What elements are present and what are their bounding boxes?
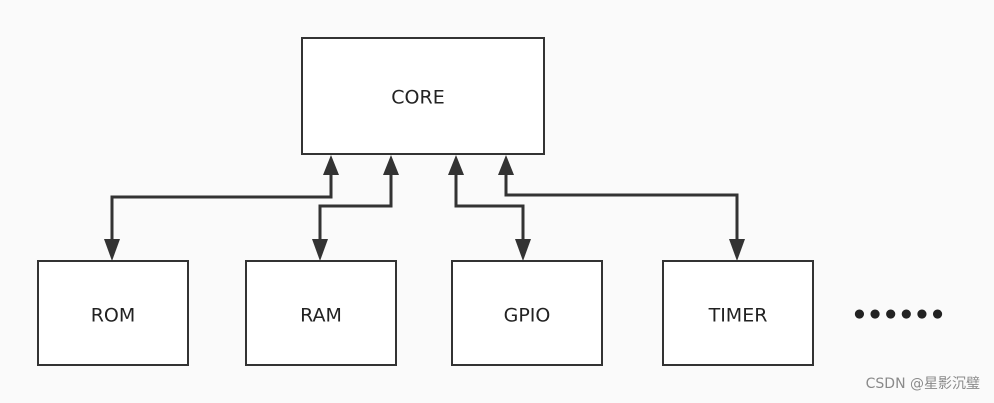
core-ram-connector <box>312 155 399 261</box>
arrowhead-down-icon <box>515 239 531 261</box>
core-box: CORE <box>301 37 545 155</box>
rom-box: ROM <box>37 260 189 366</box>
gpio-label: GPIO <box>504 305 551 327</box>
rom-label: ROM <box>91 305 136 327</box>
ram-box: RAM <box>245 260 397 366</box>
arrowhead-down-icon <box>312 239 328 261</box>
arrowhead-up-icon <box>383 155 399 175</box>
gpio-box: GPIO <box>451 260 603 366</box>
arrowhead-up-icon <box>498 155 514 175</box>
core-gpio-connector <box>448 155 531 261</box>
core-rom-connector <box>104 155 339 261</box>
arrowhead-down-icon <box>729 239 745 261</box>
arrowhead-up-icon <box>323 155 339 175</box>
watermark: CSDN @星影沉璧 <box>865 376 980 392</box>
arrowhead-up-icon <box>448 155 464 175</box>
more-ellipsis: •••••• <box>851 301 945 331</box>
timer-box: TIMER <box>662 260 814 366</box>
arrowhead-down-icon <box>104 239 120 261</box>
timer-label: TIMER <box>708 305 768 327</box>
core-timer-connector <box>498 155 745 261</box>
ram-label: RAM <box>300 305 342 327</box>
core-label: CORE <box>391 87 444 109</box>
